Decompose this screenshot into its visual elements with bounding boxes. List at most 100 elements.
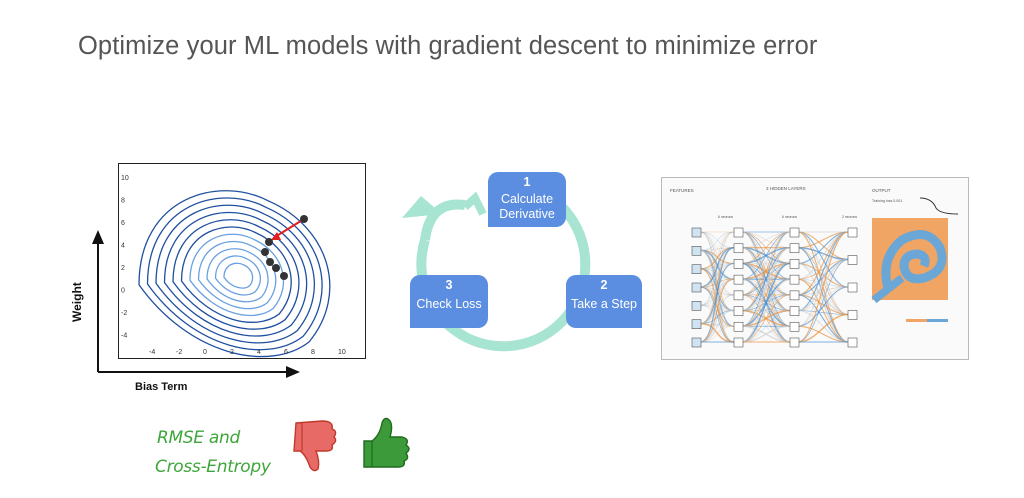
neuron-node <box>733 290 744 301</box>
layer1-neurons: 6 neurons <box>718 215 733 219</box>
neuron-node <box>789 321 800 332</box>
network-link <box>797 313 849 343</box>
contour-line <box>206 248 269 303</box>
y-tick-label: -2 <box>121 310 127 317</box>
descent-point <box>266 258 274 266</box>
feature-node <box>691 227 702 238</box>
contour-line <box>180 226 292 323</box>
step-number: 3 <box>445 278 453 292</box>
step-calculate-derivative: 1 Calculate Derivative <box>488 172 566 227</box>
network-link <box>699 231 735 264</box>
neuron-node <box>733 227 744 238</box>
neuron-node <box>733 259 744 269</box>
x-tick-label: 8 <box>311 349 315 356</box>
descent-path <box>261 215 308 280</box>
thumbs-down-icon <box>293 420 337 472</box>
network-link <box>741 278 791 343</box>
descent-point <box>272 264 280 272</box>
neuron-node <box>789 243 800 254</box>
neuron-node <box>789 274 800 285</box>
x-tick-label: 4 <box>257 349 261 356</box>
contour-lines <box>138 190 331 358</box>
neuron-node <box>847 227 858 238</box>
thumbs-up-icon <box>363 417 410 468</box>
neuron-node <box>847 282 858 293</box>
feature-node <box>691 301 702 311</box>
network-link <box>741 231 791 343</box>
slide-title: Optimize your ML models with gradient de… <box>78 32 818 60</box>
loss-note-line1: RMSE and <box>157 428 240 448</box>
layer3-neurons: 2 neurons <box>842 215 857 219</box>
feature-node <box>691 319 702 329</box>
network-link <box>741 231 791 280</box>
step-take-a-step: 2 Take a Step <box>566 275 642 328</box>
step-label-line2: Derivative <box>499 207 555 221</box>
output-label: OUTPUT <box>872 188 891 193</box>
network-link <box>699 247 735 306</box>
neuron-node <box>789 227 800 238</box>
y-tick-label: 6 <box>121 220 125 227</box>
feature-node <box>691 246 702 256</box>
network-link <box>699 305 735 311</box>
loss-curve <box>919 197 959 215</box>
bias-axis-arrow <box>98 366 300 378</box>
network-link <box>741 231 791 311</box>
y-tick-label: 8 <box>121 198 125 205</box>
network-link <box>699 286 735 343</box>
network-link <box>699 250 735 296</box>
network-link <box>797 247 849 343</box>
network-link <box>699 278 735 343</box>
network-link <box>699 310 735 343</box>
neuron-node <box>733 274 744 285</box>
descent-point <box>261 248 269 256</box>
step-number: 1 <box>523 175 531 189</box>
x-tick-label: 0 <box>203 349 207 356</box>
network-link <box>699 262 735 288</box>
step-number: 2 <box>600 278 608 292</box>
neuron-node <box>789 259 800 269</box>
weight-axis-arrow <box>92 230 104 372</box>
cycle-arrowhead-left <box>402 196 442 218</box>
hidden-layers-label: 3 HIDDEN LAYERS <box>766 186 806 191</box>
feature-node <box>691 264 702 274</box>
training-loss-text: Training loss 0.001 <box>872 199 902 203</box>
x-tick-label: -2 <box>176 349 182 356</box>
network-link <box>797 259 849 343</box>
y-axis-label: Weight <box>70 282 84 322</box>
layer2-neurons: 6 neurons <box>782 215 797 219</box>
output-heatmap <box>871 218 948 304</box>
contour-line <box>155 204 315 344</box>
network-nodes <box>691 227 858 348</box>
neuron-node <box>789 290 800 301</box>
neuron-node <box>733 321 744 332</box>
step-check-loss: 3 Check Loss <box>410 275 488 328</box>
x-tick-label: 2 <box>230 349 234 356</box>
thumbs-icons <box>293 417 410 472</box>
neuron-node <box>847 337 858 348</box>
y-tick-label: -4 <box>121 333 127 340</box>
neuron-node <box>733 306 744 316</box>
network-link <box>741 262 791 343</box>
neural-network-panel: FEATURES 3 HIDDEN LAYERS OUTPUT Training… <box>661 177 969 360</box>
features-label: FEATURES <box>670 188 694 193</box>
cycle-arrowhead-right <box>462 191 487 216</box>
x-axis-label: Bias Term <box>135 381 188 393</box>
y-tick-label: 0 <box>121 288 125 295</box>
network-link <box>699 249 735 280</box>
neuron-node <box>733 337 744 348</box>
network-link <box>797 262 849 343</box>
y-tick-label: 10 <box>121 175 129 182</box>
contour-line <box>163 211 308 337</box>
step-label-line1: Calculate <box>500 192 554 206</box>
descent-point <box>265 238 273 246</box>
network-link <box>797 246 849 261</box>
neuron-node <box>847 310 858 320</box>
contour-line <box>146 197 323 351</box>
gradient-arrow <box>274 218 305 238</box>
contour-line <box>172 219 300 330</box>
network-links <box>699 231 849 343</box>
contour-line <box>138 190 331 358</box>
